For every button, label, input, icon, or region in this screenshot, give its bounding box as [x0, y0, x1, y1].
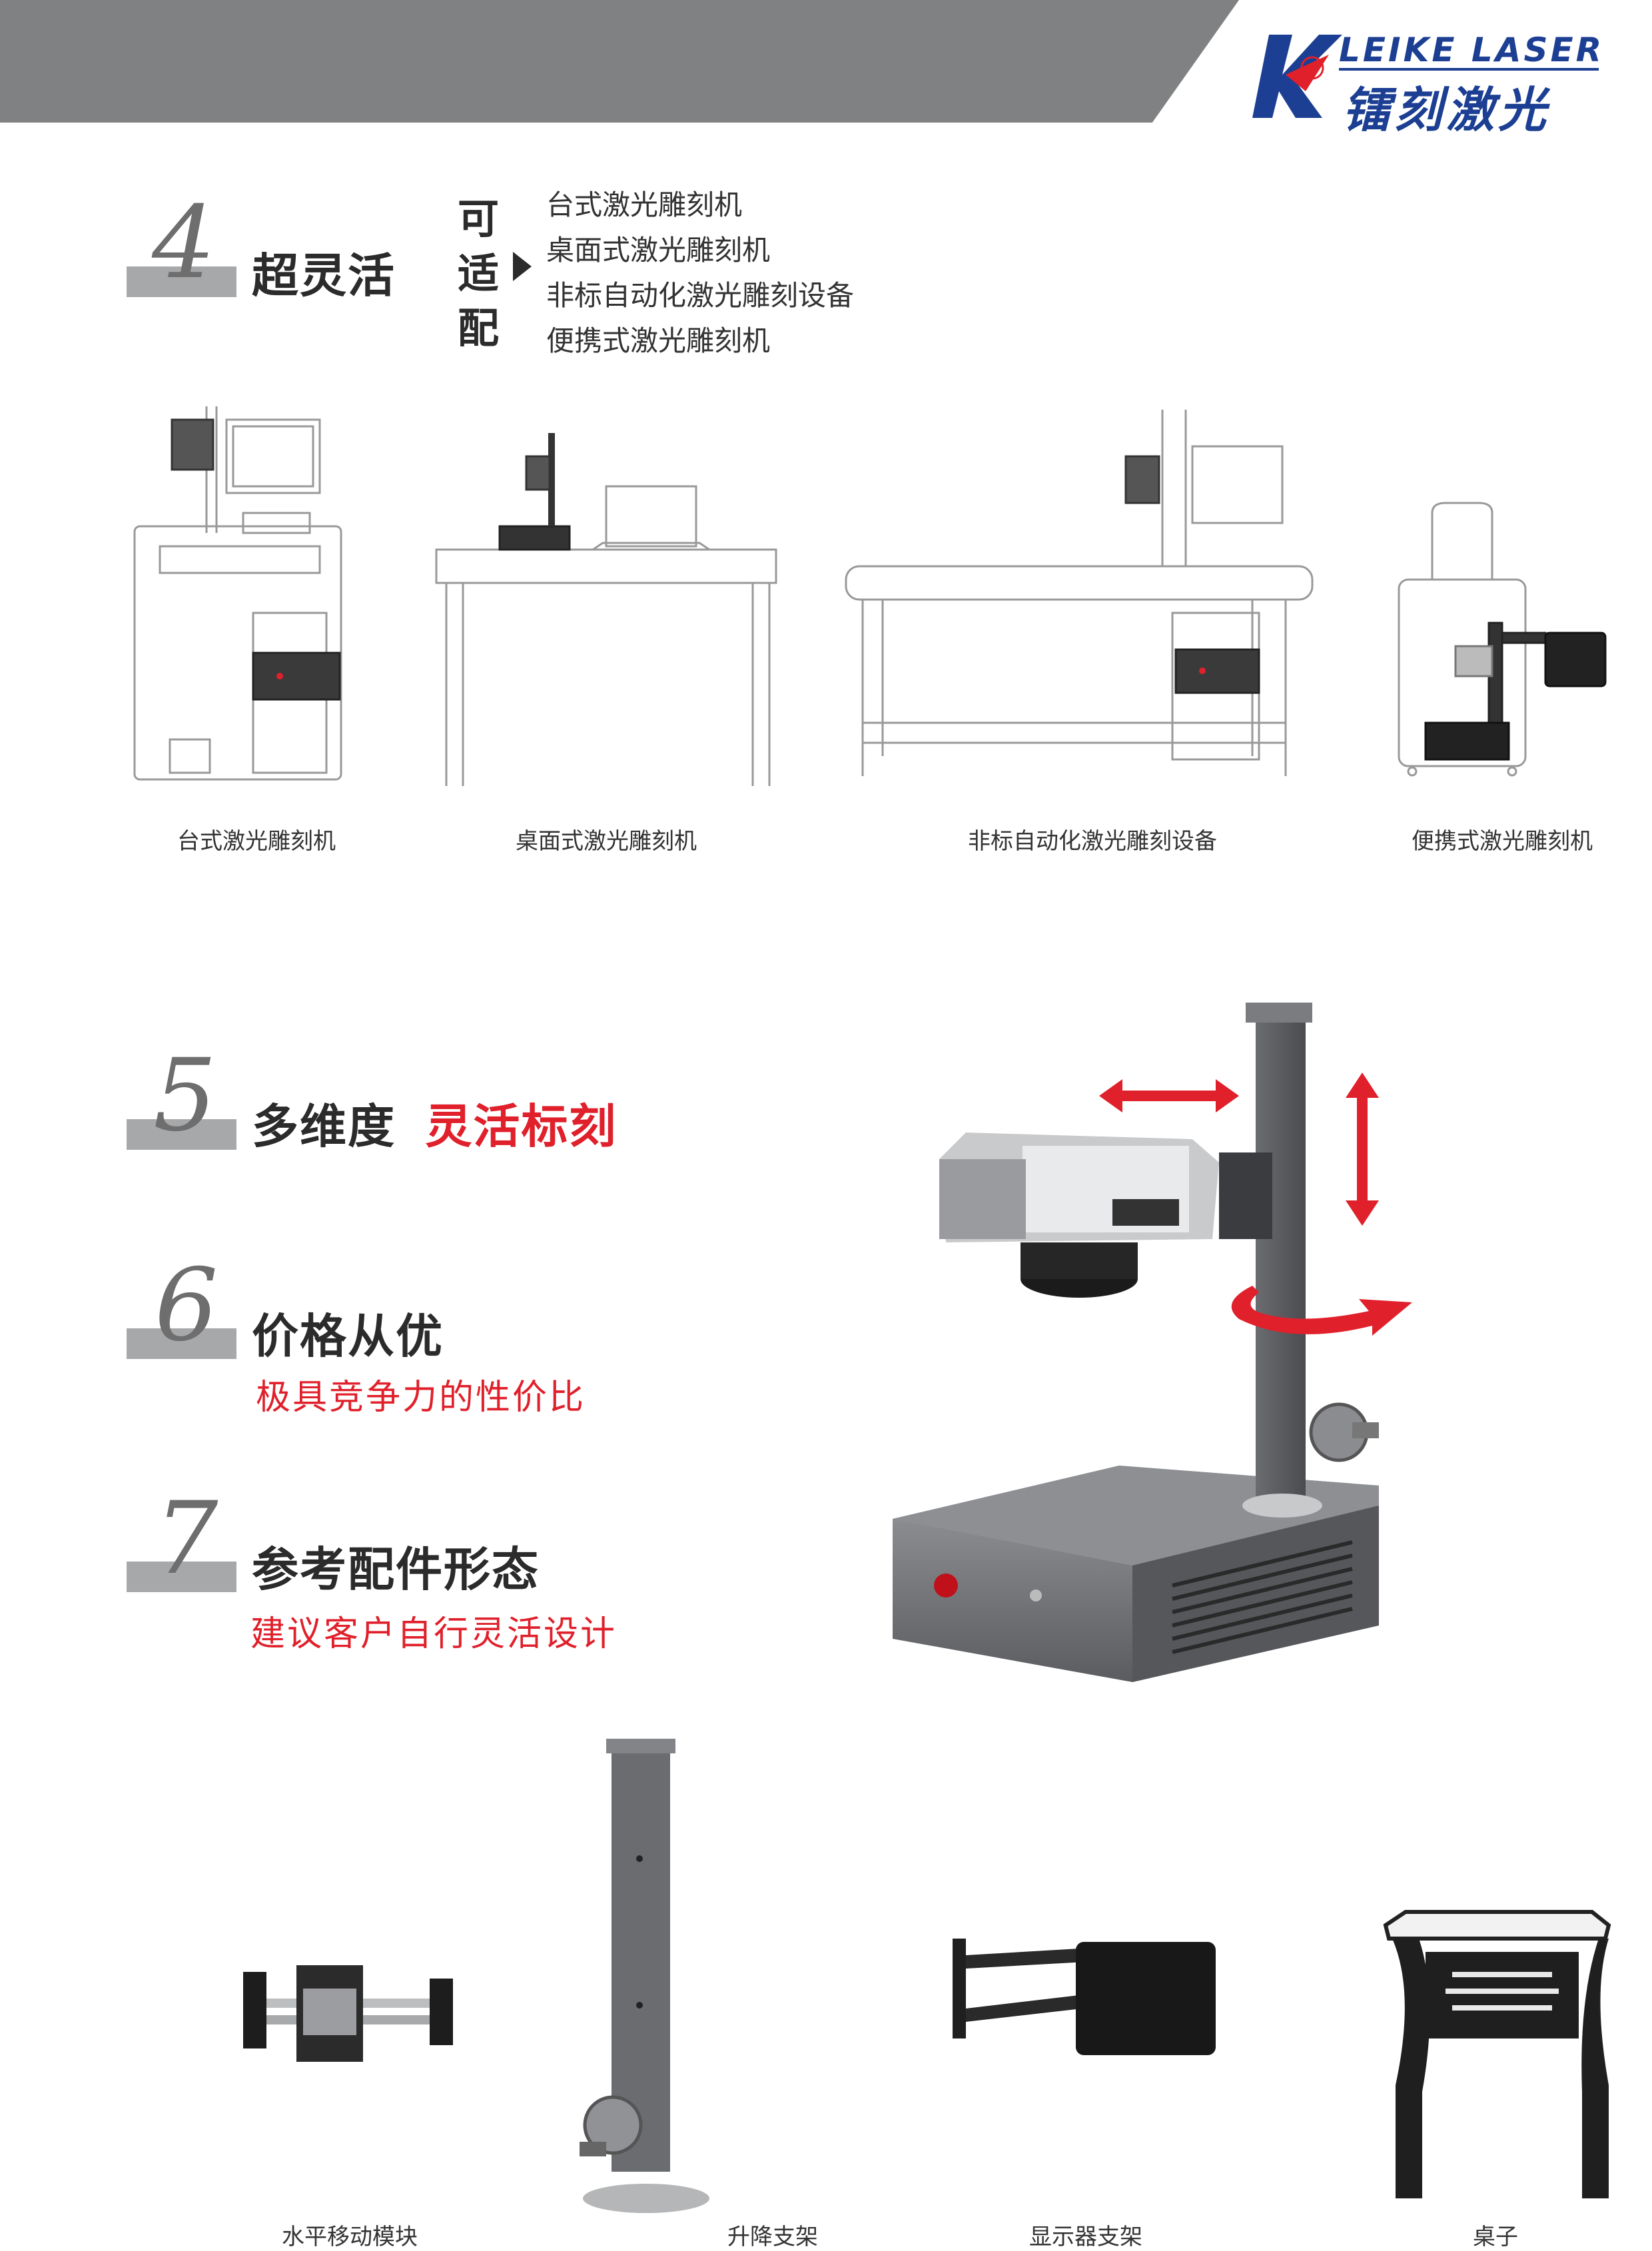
section7-subtitle: 建议客户自行灵活设计: [250, 1614, 618, 1654]
monitor-bracket-photo: [953, 1939, 1216, 2055]
section5-title: 多维度 灵活标刻: [252, 1089, 617, 1156]
accessory-caption: 水平移动模块: [282, 2224, 418, 2250]
section4-number: 4: [152, 185, 216, 301]
horizontal-move-arrow-icon: [1099, 1079, 1239, 1113]
desktop-laser-machine-illustration: [133, 406, 342, 781]
lifting-bracket-photo: [580, 1739, 709, 2213]
tabletop-laser-machine-illustration: [435, 433, 777, 786]
section5-number-block: [127, 1119, 236, 1150]
adapt-arrow-icon: [513, 252, 532, 281]
machine-caption: 便携式激光雕刻机: [1412, 828, 1593, 855]
vertical-move-arrow-icon: [1346, 1073, 1379, 1226]
logo-cn: 镭刻激光: [1342, 82, 1551, 138]
section5-number: 5: [153, 1038, 217, 1154]
fiber-laser-marking-machine-photo: [893, 1003, 1379, 1682]
section6-number: 6: [155, 1248, 218, 1364]
accessory-caption: 桌子: [1473, 2224, 1518, 2250]
adapt-item: 便携式激光雕刻机: [546, 324, 771, 357]
portable-laser-machine-illustration: [1398, 502, 1607, 777]
machine-caption: 桌面式激光雕刻机: [516, 828, 697, 855]
section7-title: 参考配件形态: [252, 1542, 540, 1597]
section6-number-block: [127, 1328, 236, 1359]
section7-number-block: [127, 1562, 236, 1592]
logo-rule: [1339, 68, 1599, 71]
machine-caption: 台式激光雕刻机: [177, 828, 336, 855]
header-band: [0, 0, 1652, 123]
machine-caption: 非标自动化激光雕刻设备: [968, 828, 1217, 855]
section6-subtitle: 极具竞争力的性价比: [256, 1378, 586, 1418]
section7-number: 7: [155, 1481, 218, 1597]
adapt-label: 可适配: [457, 195, 499, 352]
logo-en: LEIKE LASER: [1339, 31, 1605, 69]
adapt-item: 台式激光雕刻机: [546, 189, 743, 221]
section4-title: 超灵活: [252, 248, 396, 303]
horizontal-move-module-photo: [243, 1965, 453, 2062]
adapt-item: 桌面式激光雕刻机: [546, 234, 771, 266]
section5-title-red: 灵活标刻: [425, 1099, 618, 1154]
section6-title: 价格从优: [252, 1309, 444, 1364]
accessory-caption: 升降支架: [727, 2224, 818, 2250]
adapt-item: 非标自动化激光雕刻设备: [546, 279, 855, 312]
brand-logo-icon: [1252, 35, 1342, 118]
automation-laser-equipment-illustration: [845, 410, 1314, 776]
adapt-list: 台式激光雕刻机 桌面式激光雕刻机 非标自动化激光雕刻设备 便携式激光雕刻机: [546, 183, 854, 364]
table-photo: [1383, 1910, 1611, 2198]
rotation-arrow-icon: [1231, 1286, 1412, 1336]
section4-number-block: [127, 266, 236, 297]
section5-title-black: 多维度: [252, 1099, 396, 1154]
accessory-caption: 显示器支架: [1029, 2224, 1142, 2250]
